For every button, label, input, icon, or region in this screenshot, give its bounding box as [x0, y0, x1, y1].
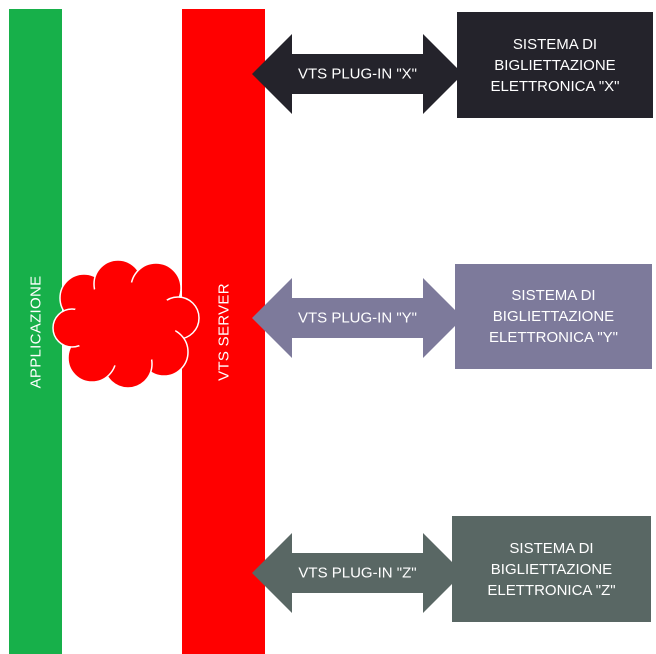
sistema-y-line-1: SISTEMA DI	[511, 287, 596, 304]
applicazione-label: APPLICAZIONE	[27, 275, 44, 388]
sistema-z-line-3: ELETTRONICA "Z"	[487, 581, 616, 599]
vts-server-bar: VTS SERVER	[182, 9, 265, 654]
sistema-z-box: SISTEMA DI BIGLIETTAZIONE ELETTRONICA "Z…	[452, 516, 651, 622]
sistema-y-box: SISTEMA DI BIGLIETTAZIONE ELETTRONICA "Y…	[455, 264, 652, 369]
plugin-y-label: VTS PLUG-IN "Y"	[297, 309, 417, 327]
plugin-y-arrow: VTS PLUG-IN "Y"	[252, 278, 463, 358]
double-arrow-icon	[252, 533, 463, 613]
sistema-y-line-2: BIGLIETTAZIONE	[492, 308, 615, 325]
plugin-x-arrow: VTS PLUG-IN "X"	[252, 34, 463, 114]
sistema-x-line-1: SISTEMA DI	[512, 35, 598, 53]
sistema-x-line-2: BIGLIETTAZIONE	[494, 56, 616, 74]
plugin-z-arrow: VTS PLUG-IN "Z"	[252, 533, 463, 613]
sistema-z-line-1: SISTEMA DI	[509, 539, 594, 557]
sistema-x-box: SISTEMA DI BIGLIETTAZIONE ELETTRONICA "X…	[457, 12, 653, 118]
vts-server-label: VTS SERVER	[215, 282, 232, 381]
sistema-y-line-3: ELETTRONICA "Y"	[488, 329, 618, 346]
double-arrow-icon	[252, 34, 463, 114]
double-arrow-icon	[252, 278, 463, 358]
cloud-icon	[52, 259, 202, 395]
sistema-z-line-2: BIGLIETTAZIONE	[490, 560, 613, 578]
sistema-x-line-3: ELETTRONICA "X"	[490, 77, 620, 95]
plugin-z-label: VTS PLUG-IN "Z"	[298, 564, 417, 582]
plugin-x-label: VTS PLUG-IN "X"	[297, 65, 417, 83]
